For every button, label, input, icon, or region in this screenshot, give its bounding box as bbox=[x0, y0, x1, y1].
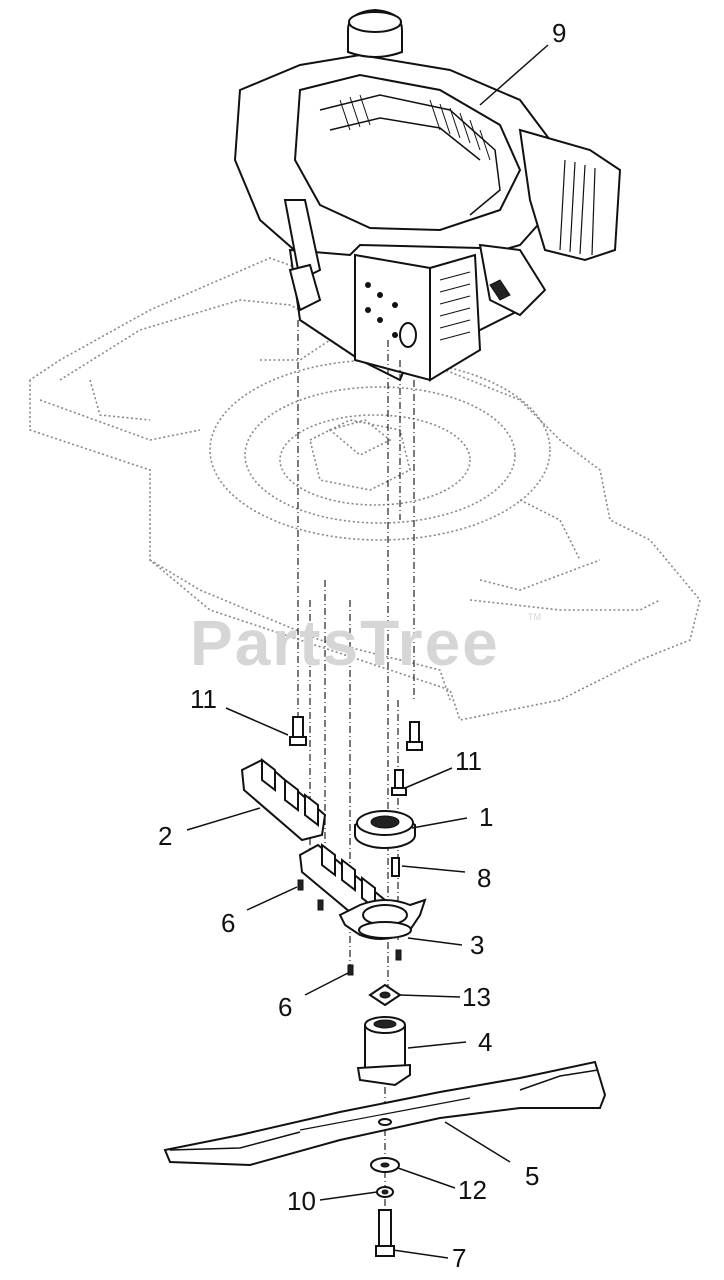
screw-part-6 bbox=[297, 879, 402, 976]
engine-part-9 bbox=[233, 8, 622, 382]
label-4: 4 bbox=[478, 1027, 492, 1057]
watermark-text: PartsTree bbox=[190, 607, 500, 679]
watermark-trademark: TM bbox=[528, 612, 541, 622]
label-6-upper: 6 bbox=[221, 908, 235, 938]
label-5: 5 bbox=[525, 1161, 539, 1191]
key-part-8 bbox=[391, 857, 400, 877]
label-6-lower: 6 bbox=[278, 992, 292, 1022]
label-9: 9 bbox=[552, 18, 566, 48]
label-1: 1 bbox=[479, 802, 493, 832]
label-10: 10 bbox=[287, 1186, 316, 1216]
label-13: 13 bbox=[462, 982, 491, 1012]
blade-bolt-part-7 bbox=[375, 1209, 395, 1257]
bearing-part-1 bbox=[354, 810, 416, 849]
label-11-right: 11 bbox=[455, 746, 482, 776]
label-7: 7 bbox=[452, 1243, 466, 1273]
washer-part-13 bbox=[368, 983, 402, 1007]
watermark: PartsTree TM bbox=[190, 607, 541, 679]
washer-part-12 bbox=[370, 1157, 400, 1173]
bolt-part-11-right bbox=[391, 769, 407, 796]
label-8: 8 bbox=[477, 863, 491, 893]
label-2: 2 bbox=[158, 821, 172, 851]
label-12: 12 bbox=[458, 1175, 487, 1205]
bracket-part-2 bbox=[240, 757, 327, 842]
bolt-part-11-left bbox=[289, 716, 307, 746]
label-11-left: 11 bbox=[190, 684, 217, 714]
leader-lines bbox=[186, 44, 549, 1259]
blade-adapter-part-4 bbox=[356, 1016, 411, 1087]
callout-labels: 9 11 11 1 2 8 6 3 6 13 4 5 10 12 7 bbox=[158, 18, 566, 1273]
bolt-part-11-mid bbox=[406, 721, 423, 751]
assembly-centerlines bbox=[297, 320, 415, 1210]
adapter-part-3 bbox=[338, 898, 427, 940]
label-3: 3 bbox=[470, 930, 484, 960]
lockwasher-part-10 bbox=[376, 1186, 394, 1198]
blade-part-5 bbox=[163, 1060, 607, 1167]
